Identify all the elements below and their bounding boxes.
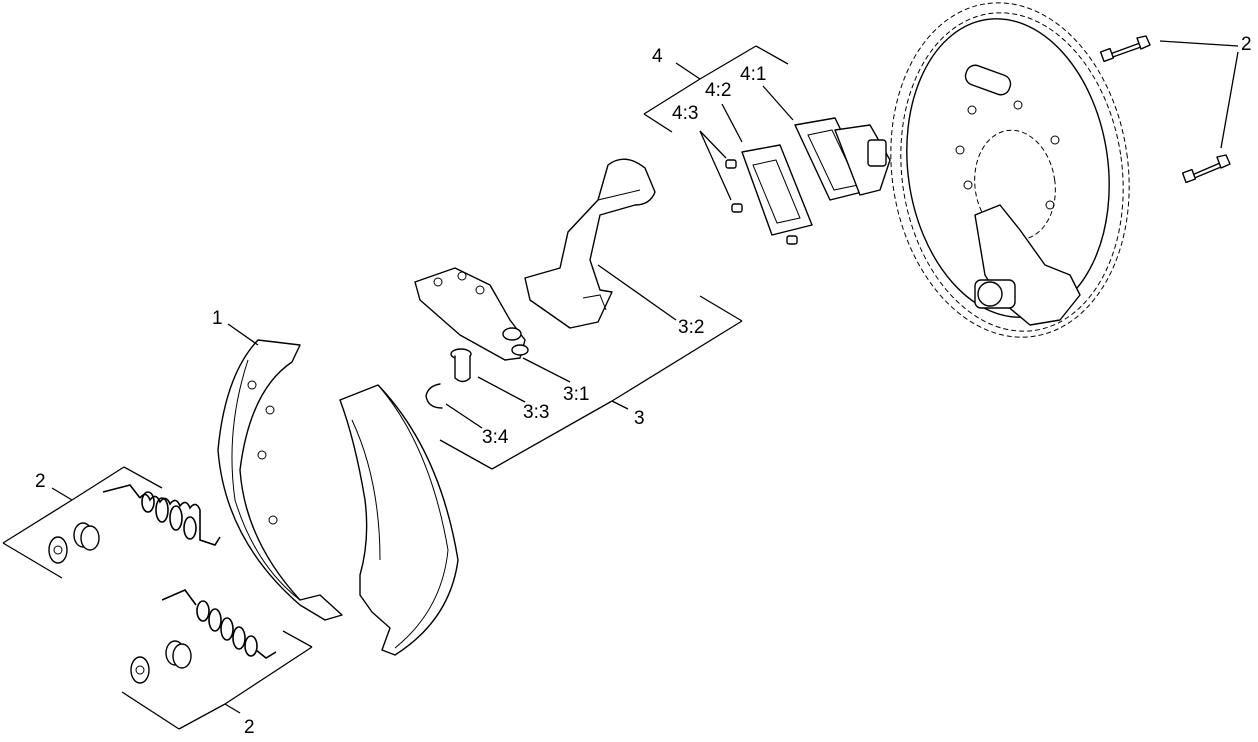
bolt-lower <box>1181 154 1231 184</box>
label-3-1: 3:1 <box>563 384 589 405</box>
label-3-2: 3:2 <box>678 317 704 338</box>
label-3: 3 <box>634 408 645 429</box>
cover-plate <box>794 117 891 201</box>
label-2-lower: 2 <box>244 717 255 738</box>
label-4: 4 <box>652 46 663 67</box>
screws <box>725 159 798 245</box>
label-3-3: 3:3 <box>523 402 549 423</box>
label-4-3: 4:3 <box>672 103 698 124</box>
callout-labels: 1 2 2 2 3 3:1 3:2 3:3 3:4 4 4:1 4:2 4:3 <box>35 34 1252 738</box>
brake-shoe-right <box>339 384 459 656</box>
leader-lines <box>2 40 1239 730</box>
label-2-upper-left: 2 <box>35 471 46 492</box>
spring-group-lower <box>130 589 277 684</box>
gasket <box>741 144 813 236</box>
pin <box>450 348 472 383</box>
brake-shoe-left <box>217 339 343 621</box>
backing-plate <box>890 2 1130 338</box>
bolt-upper <box>1099 35 1151 63</box>
clip <box>425 383 443 409</box>
label-2-right: 2 <box>1241 34 1252 55</box>
lever-arm <box>524 158 656 329</box>
label-4-1: 4:1 <box>740 64 766 85</box>
label-1: 1 <box>212 308 223 329</box>
spring-group-upper <box>48 484 221 564</box>
label-3-4: 3:4 <box>482 427 509 448</box>
label-4-2: 4:2 <box>705 80 731 101</box>
lever-bracket <box>414 267 529 361</box>
